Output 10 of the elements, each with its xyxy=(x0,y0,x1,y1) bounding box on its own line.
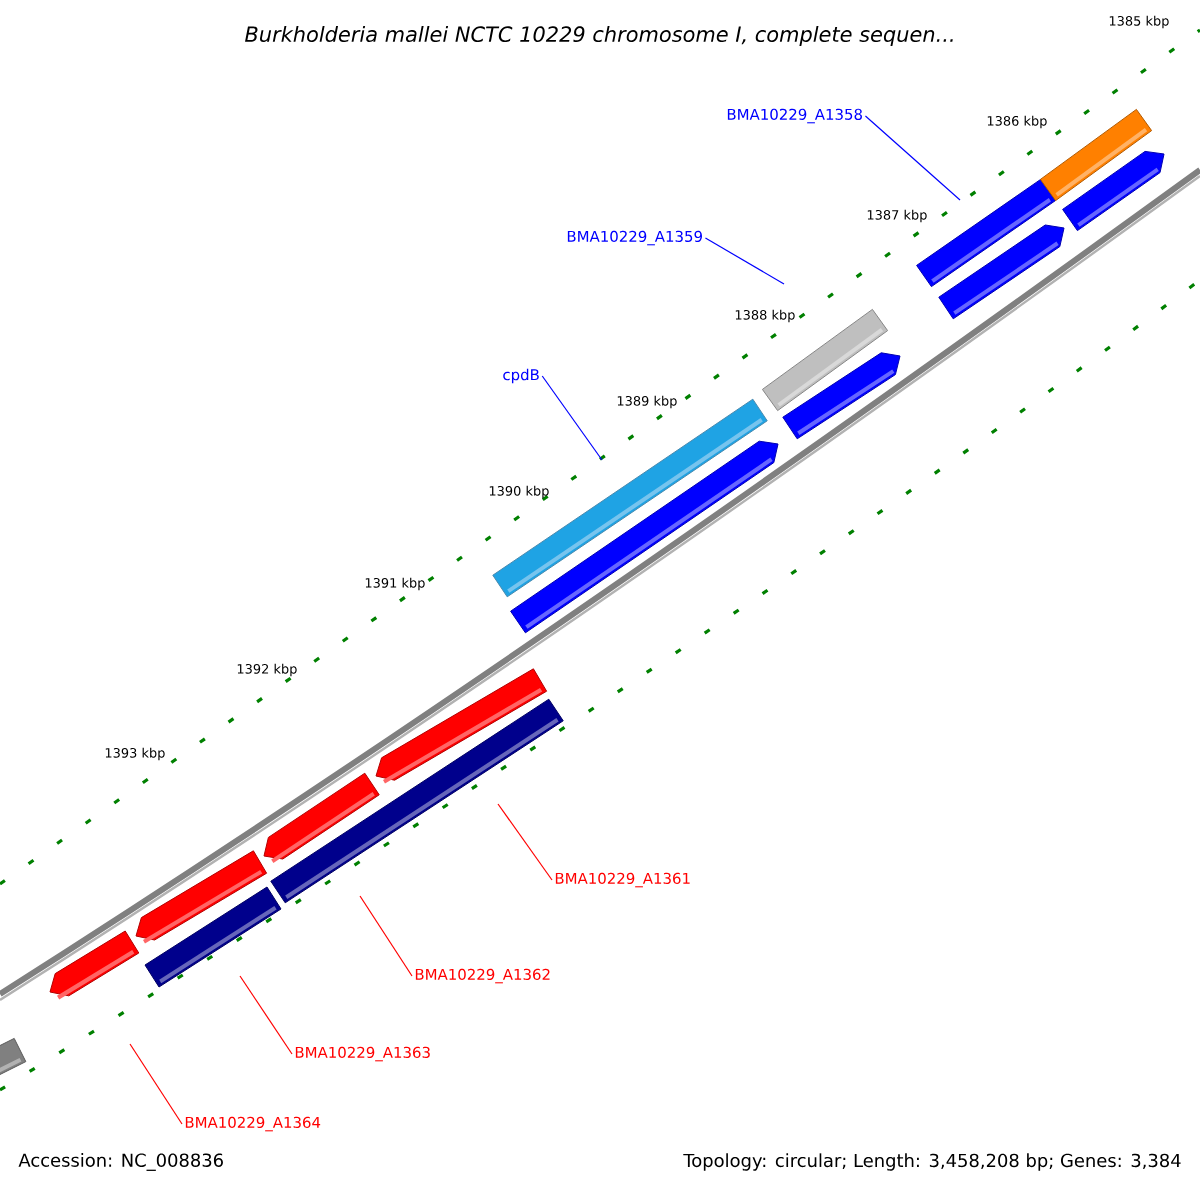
footer-text: Accession: NC_008836 xyxy=(18,1153,223,1171)
leader-line xyxy=(239,975,293,1055)
footer-text: Topology: circular; Length: 3,458,208 bp; Genes: 3,384 xyxy=(683,1153,1181,1171)
leader-line xyxy=(129,1043,183,1125)
leader-line xyxy=(359,895,413,977)
leader-line xyxy=(541,375,603,461)
leader-line xyxy=(497,803,553,881)
title: Burkholderia mallei NCTC 10229 chromosome I, complete sequen... xyxy=(245,25,953,47)
leader-line xyxy=(704,237,785,285)
leader-line xyxy=(864,115,961,201)
